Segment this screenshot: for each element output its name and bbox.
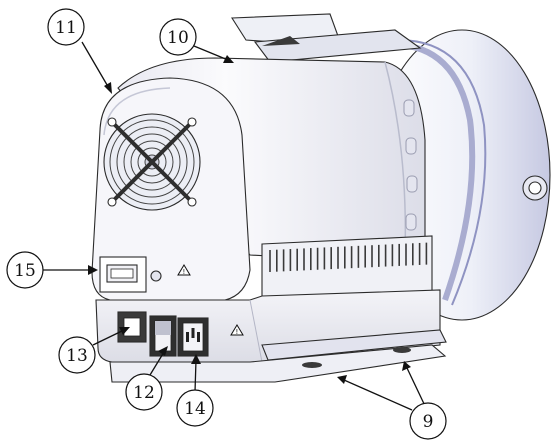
screw: [150, 270, 162, 282]
callout-13: 13: [58, 336, 96, 374]
callout-9: 9: [409, 402, 447, 440]
svg-text:!: !: [183, 268, 186, 276]
fan-grille-icon: [103, 113, 201, 211]
callout-14: 14: [176, 389, 214, 427]
vent-panel: [261, 235, 433, 301]
callout-12: 12: [125, 373, 163, 411]
svg-text:9: 9: [423, 412, 434, 432]
svg-text:15: 15: [14, 261, 36, 281]
svg-text:10: 10: [167, 28, 189, 48]
mounting-feet: [109, 329, 447, 383]
warning-triangle-icon: [177, 264, 191, 276]
callout-15: 15: [6, 251, 44, 289]
power-socket-icon: [177, 317, 209, 357]
svg-text:14: 14: [184, 399, 206, 419]
svg-text:11: 11: [55, 18, 77, 38]
power-switch-icon: [99, 256, 147, 293]
leader-lines: [43, 41, 427, 411]
svg-text:!: !: [236, 328, 239, 336]
warning-triangle-icon: [230, 324, 244, 336]
callout-11: 11: [47, 8, 85, 46]
callout-10: 10: [159, 18, 197, 56]
svg-text:12: 12: [133, 383, 155, 403]
svg-text:13: 13: [66, 346, 88, 366]
carry-handle: [231, 13, 422, 63]
